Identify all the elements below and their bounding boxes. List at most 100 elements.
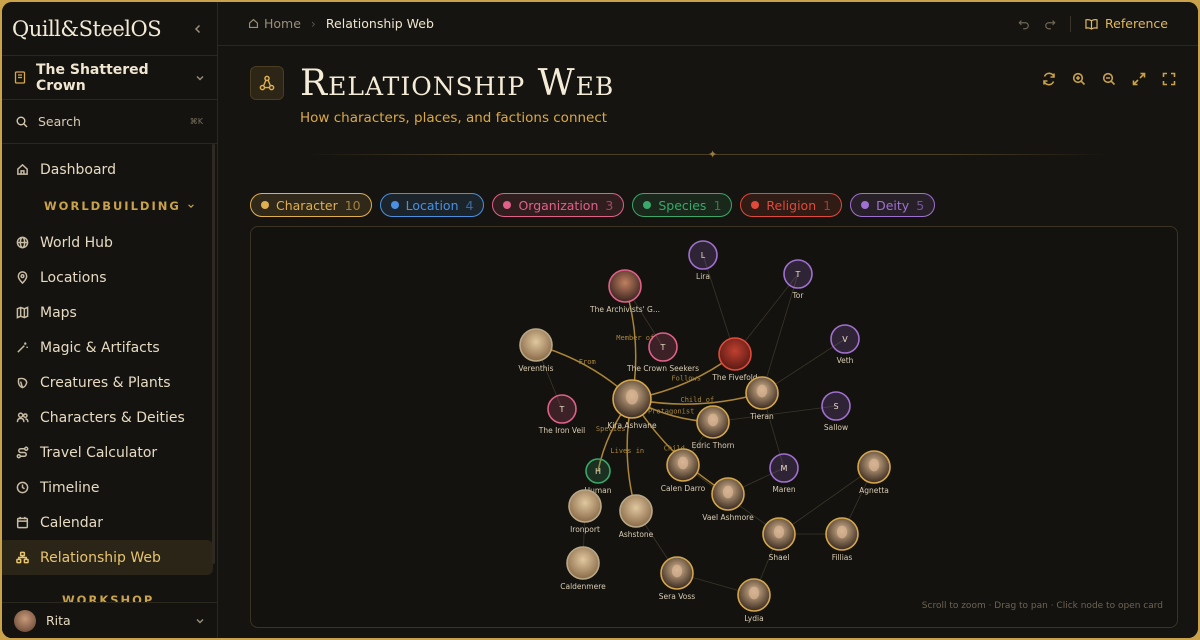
graph-link-faint: [702, 254, 736, 355]
graph-node-lydia[interactable]: Lydia: [737, 578, 771, 623]
graph-node-kira[interactable]: Kira Ashvane: [607, 379, 657, 430]
sidebar-item-creatures-plants[interactable]: Creatures & Plants: [2, 365, 217, 400]
filter-count: 10: [344, 197, 361, 213]
breadcrumb-home[interactable]: Home: [248, 16, 301, 31]
node-initial: V: [842, 335, 848, 344]
node-initial: L: [701, 251, 706, 260]
portrait-face: [722, 485, 734, 499]
node-avatar: [568, 489, 602, 523]
node-circle: [648, 332, 678, 362]
node-initial: S: [833, 402, 838, 411]
node-label: Human: [584, 486, 611, 495]
graph-node-sera[interactable]: Sera Voss: [659, 556, 695, 601]
brand-logo: Quill&SteelOS: [12, 16, 162, 41]
expand-icon[interactable]: [1132, 72, 1146, 86]
undo-icon[interactable]: [1018, 18, 1030, 30]
sidebar-item-locations[interactable]: Locations: [2, 260, 217, 295]
breadcrumb-separator: ›: [310, 16, 316, 31]
project-switcher[interactable]: The Shattered Crown: [2, 56, 217, 100]
node-initial: H: [595, 467, 601, 476]
refresh-icon[interactable]: [1042, 72, 1056, 86]
main-content: Home › Relationship Web Reference Relat: [218, 2, 1198, 638]
graph-node-fillias[interactable]: Fillias: [825, 517, 859, 562]
graph-node-shael[interactable]: Shael: [762, 517, 796, 562]
filter-count: 5: [916, 197, 925, 213]
chevron-left-icon: [194, 24, 201, 33]
network-icon: [250, 66, 284, 100]
portrait-face: [836, 525, 848, 539]
collapse-sidebar-button[interactable]: [189, 20, 207, 38]
edge-label: Species: [596, 425, 626, 433]
node-initial: T: [795, 270, 801, 279]
sidebar-item-travel-calculator[interactable]: Travel Calculator: [2, 435, 217, 470]
graph-node-archivists[interactable]: The Archivists' G...: [589, 269, 660, 314]
book-icon: [14, 71, 26, 84]
graph-node-ashstone[interactable]: Ashstone: [619, 494, 654, 539]
zoom-out-icon[interactable]: [1102, 72, 1116, 86]
graph-view-tools: [1042, 72, 1176, 86]
filter-label: Location: [405, 197, 459, 213]
reference-button[interactable]: Reference: [1085, 16, 1168, 31]
node-label: Agnetta: [859, 486, 889, 495]
section-label: WORLDBUILDING: [44, 199, 181, 213]
node-avatar: [566, 546, 600, 580]
top-actions: Reference: [1018, 15, 1168, 32]
filter-count: 1: [713, 197, 722, 213]
header-divider: [304, 154, 1112, 155]
sidebar-item-magic-artifacts[interactable]: Magic & Artifacts: [2, 330, 217, 365]
filter-label: Species: [658, 197, 707, 213]
graph-node-verenthis[interactable]: Verenthis: [518, 328, 554, 373]
portrait-face: [868, 458, 880, 472]
sidebar-item-world-hub[interactable]: World Hub: [2, 225, 217, 260]
nav-section-worldbuilding[interactable]: WORLDBUILDING: [2, 187, 217, 225]
fullscreen-icon[interactable]: [1162, 72, 1176, 86]
sidebar-item-characters-deities[interactable]: Characters & Deities: [2, 400, 217, 435]
sidebar-item-maps[interactable]: Maps: [2, 295, 217, 330]
zoom-in-icon[interactable]: [1072, 72, 1086, 86]
redo-icon[interactable]: [1044, 18, 1056, 30]
node-label: Shael: [769, 553, 790, 562]
graph-node-human[interactable]: H Human: [584, 458, 612, 495]
graph-node-fivefold[interactable]: The Fivefold: [711, 337, 758, 382]
graph-node-vael[interactable]: Vael Ashmore: [702, 477, 754, 522]
sidebar-nav: Dashboard WORLDBUILDING World Hub Locati…: [2, 144, 217, 575]
search-button[interactable]: Search ⌘K: [2, 100, 217, 144]
graph-node-ironport[interactable]: Ironport: [568, 489, 602, 534]
sidebar-item-relationship-web[interactable]: Relationship Web: [2, 540, 213, 575]
node-initial: T: [559, 405, 565, 414]
clock-icon: [16, 481, 29, 494]
brand: Quill&SteelOS: [2, 2, 217, 56]
graph-node-calen[interactable]: Calen Darro: [661, 448, 706, 493]
home-icon: [17, 163, 28, 175]
sidebar-item-label: Relationship Web: [40, 549, 161, 566]
toolbar-divider: [1070, 15, 1072, 32]
graph-node-agnetta[interactable]: Agnetta: [857, 450, 891, 495]
node-avatar: [619, 494, 653, 528]
sidebar-item-timeline[interactable]: Timeline: [2, 470, 217, 505]
sidebar-item-calendar[interactable]: Calendar: [2, 505, 217, 540]
graph-node-edric[interactable]: Edric Thorn: [692, 405, 735, 450]
node-label: The Archivists' G...: [589, 305, 660, 314]
sidebar-scrollbar[interactable]: [212, 144, 215, 564]
page-header: Relationship Web How characters, places,…: [250, 66, 614, 126]
sidebar-item-dashboard[interactable]: Dashboard: [2, 152, 217, 187]
filter-chip-species[interactable]: Species 1: [632, 193, 733, 217]
graph-node-tieran[interactable]: Tieran: [745, 376, 779, 421]
graph-node-caldenmere[interactable]: Caldenmere: [560, 546, 606, 591]
user-menu[interactable]: Rita: [2, 602, 217, 638]
